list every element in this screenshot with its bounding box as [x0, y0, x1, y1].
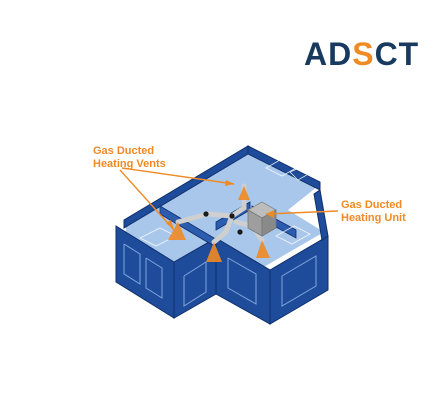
gas-ducted-heating-vents-label: Gas Ducted Heating Vents [93, 145, 166, 170]
heating-unit [247, 201, 277, 237]
furniture [139, 159, 313, 247]
vent-markers [203, 211, 243, 235]
callout-lines [119, 167, 339, 231]
wall-windows [123, 243, 317, 307]
gas-ducted-heating-unit-label: Gas Ducted Heating Unit [341, 199, 406, 224]
logo-part-1: AD [304, 36, 353, 72]
adsct-logo: ADSCT [304, 38, 419, 70]
airflow-cones [168, 186, 270, 262]
callout-arrowheads [166, 180, 274, 230]
logo-part-2: S [352, 36, 375, 72]
logo-part-3: CT [374, 36, 420, 72]
